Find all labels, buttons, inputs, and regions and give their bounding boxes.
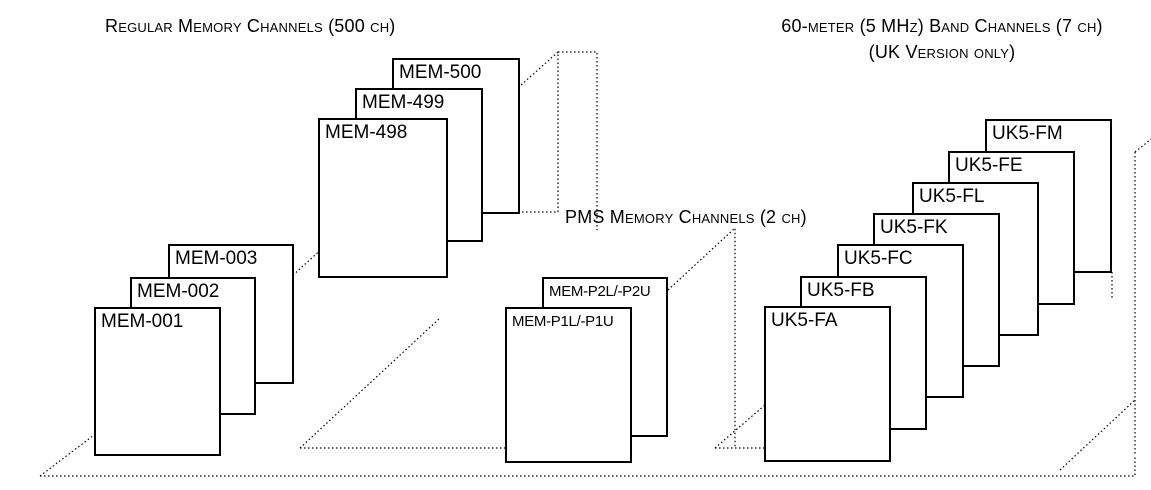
pms-group-top-diagonal [667, 226, 736, 448]
channel-card-uk5-fa: UK5-FA [764, 306, 891, 462]
channel-label: MEM-499 [362, 92, 445, 113]
channel-card-mem-001: MEM-001 [94, 307, 221, 456]
regular-group-right-edge [518, 50, 559, 213]
channel-label: MEM-498 [325, 122, 408, 143]
channel-label: MEM-500 [399, 62, 482, 83]
channel-label: MEM-P2L/-P2U [549, 283, 651, 300]
channel-card-mem-498: MEM-498 [318, 118, 448, 278]
outer-left-diagonal [39, 384, 161, 477]
channel-label: UK5-FB [807, 280, 875, 301]
channel-label: MEM-P1L/-P1U [512, 313, 614, 330]
channel-label: MEM-001 [101, 311, 184, 332]
band60-heading-line2: (UK Version only) [868, 42, 1016, 62]
pms-group-diagonal [299, 317, 441, 449]
channel-label: UK5-FA [771, 310, 838, 331]
pms-memory-heading: PMS Memory Channels (2 ch) [565, 207, 807, 227]
regular-group-right-diagonal [558, 51, 598, 230]
band60-heading-line1: 60-meter (5 MHz) Band Channels (7 ch) [781, 16, 1103, 36]
channel-label: UK5-FM [992, 123, 1063, 144]
band60-far-diagonal [1134, 138, 1151, 153]
channel-label: MEM-002 [137, 281, 220, 302]
channel-label: UK5-FE [955, 155, 1023, 176]
channel-label: MEM-003 [175, 248, 258, 269]
channel-label: UK5-FC [844, 248, 913, 269]
channel-card-mem-p1l-p1u: MEM-P1L/-P1U [505, 307, 632, 463]
regular-memory-heading: Regular Memory Channels (500 ch) [105, 16, 396, 36]
band60-base-diagonal [1059, 399, 1136, 471]
channel-label: UK5-FL [919, 186, 985, 207]
outer-base-line [40, 455, 1136, 477]
channel-label: UK5-FK [880, 217, 948, 238]
band60-left-diagonal [714, 404, 766, 449]
